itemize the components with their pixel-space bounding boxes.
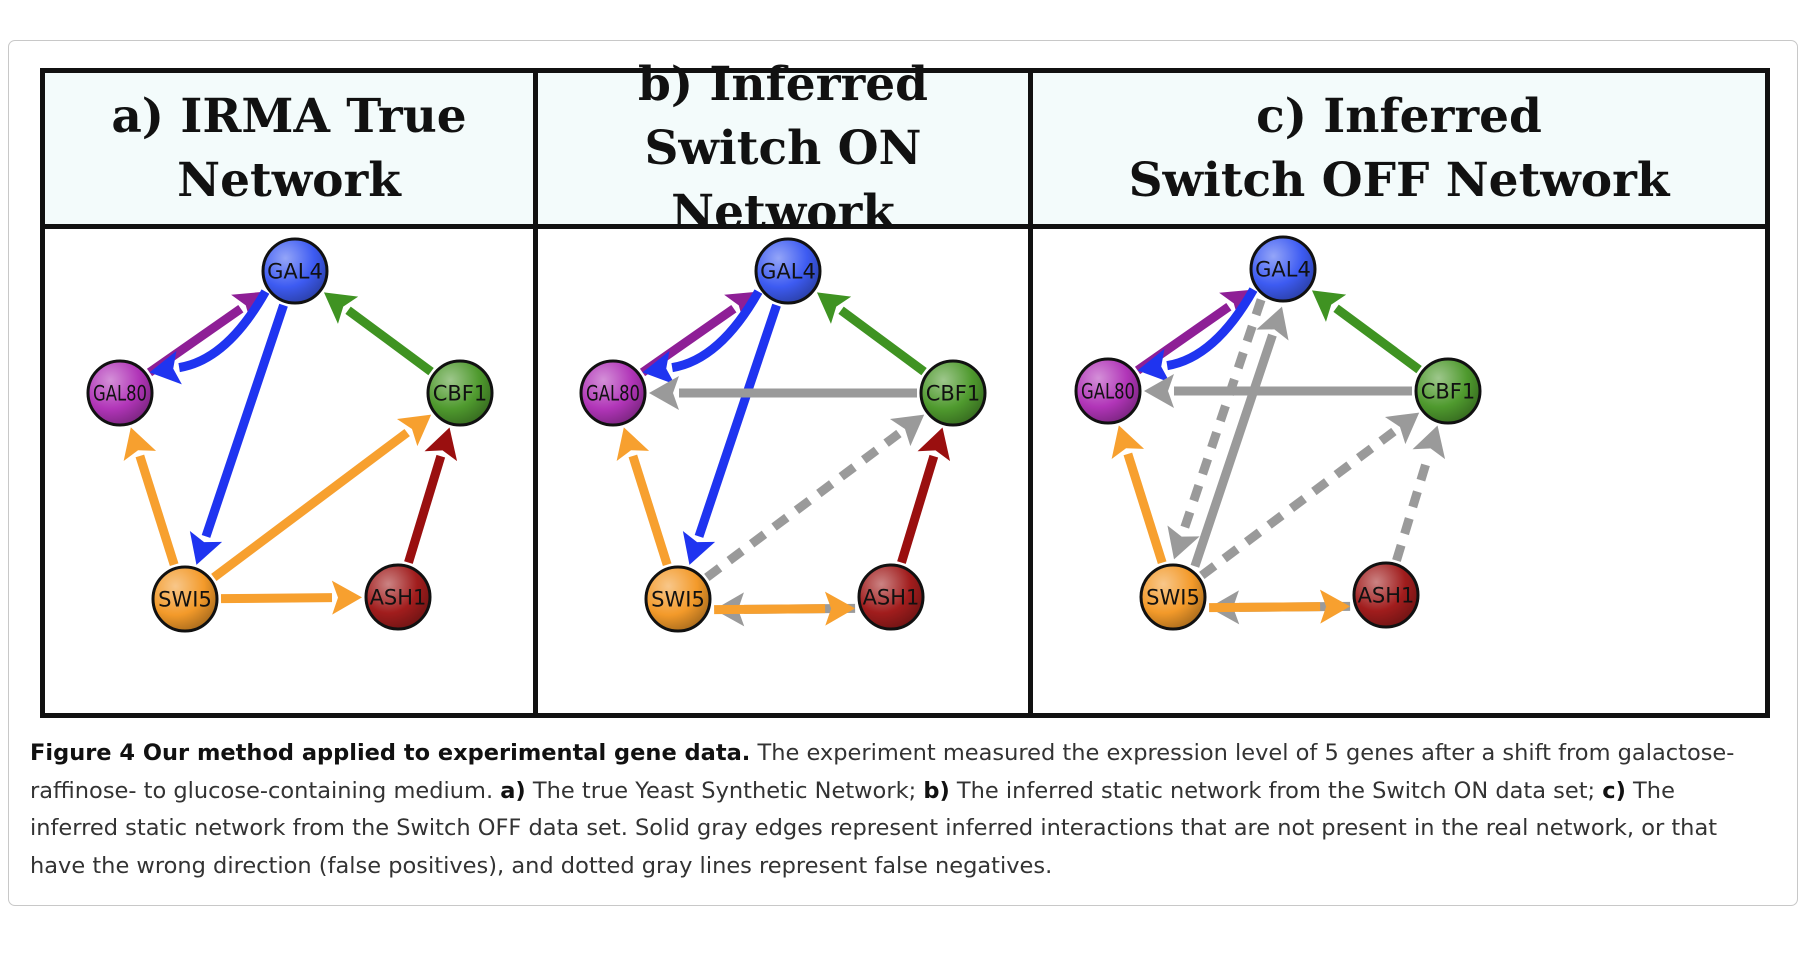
node-cbf1: CBF1 [919, 359, 987, 427]
panel-a-title: a) IRMA True Network [45, 73, 533, 229]
edge-gal4-to-swi5 [189, 303, 288, 565]
node-cbf1-label: CBF1 [1421, 380, 1476, 404]
node-ash1-label: ASH1 [370, 586, 427, 610]
caption-a-text: The true Yeast Synthetic Network; [525, 777, 924, 804]
panel-c-title: c) Inferred Switch OFF Network [1033, 73, 1765, 229]
edge-swi5-to-gal4 [1190, 306, 1289, 568]
edge-swi5-to-cbf1 [1199, 412, 1420, 580]
edge-swi5-to-gal80 [123, 427, 179, 567]
node-swi5-label: SWI5 [158, 588, 212, 612]
node-cbf1-label: CBF1 [926, 382, 981, 406]
edge-cbf1-to-gal4 [1311, 290, 1422, 374]
edge-swi5-to-cbf1 [211, 414, 432, 582]
node-swi5-label: SWI5 [651, 588, 705, 612]
node-gal4-label: GAL4 [760, 260, 816, 284]
node-gal4: GAL4 [1249, 235, 1317, 303]
edge-gal4-to-gal80 [149, 289, 270, 385]
node-cbf1: CBF1 [426, 359, 494, 427]
node-cbf1: CBF1 [1414, 357, 1482, 425]
node-gal80: GAL80 [1074, 357, 1142, 425]
node-ash1: ASH1 [364, 563, 432, 631]
caption-c-text: The inferred static network from the Swi… [30, 777, 1718, 879]
edge-swi5-to-ash1 [714, 591, 856, 626]
node-gal80: GAL80 [579, 359, 647, 427]
node-gal80-label: GAL80 [586, 382, 640, 406]
panel-c-title-line-1: c) Inferred [1256, 88, 1542, 144]
panel-b-title-line-1: b) Inferred [637, 56, 929, 112]
node-gal80: GAL80 [86, 359, 154, 427]
panel-b-title-line-2: Switch ON Network [644, 120, 922, 240]
caption-figure-label: Figure 4 Our method applied to experimen… [30, 740, 751, 766]
node-gal80-label: GAL80 [1081, 380, 1135, 404]
node-swi5: SWI5 [151, 565, 219, 633]
node-ash1: ASH1 [857, 563, 925, 631]
edge-swi5-to-gal80 [1111, 425, 1167, 565]
edge-ash1-to-cbf1 [404, 427, 458, 564]
edge-ash1-to-cbf1 [1392, 425, 1446, 562]
node-gal80-label: GAL80 [93, 382, 147, 406]
panel-c-title-line-2: Switch OFF Network [1128, 152, 1670, 208]
edge-gal4-to-gal80 [642, 289, 763, 385]
edge-ash1-to-cbf1 [897, 427, 951, 564]
node-swi5: SWI5 [1139, 563, 1207, 631]
node-ash1: ASH1 [1352, 561, 1420, 629]
caption-b-label: b) [923, 777, 950, 804]
panel-a-title-line-1: a) IRMA True Network [111, 88, 467, 208]
caption-b-text: The inferred static network from the Swi… [949, 777, 1603, 804]
node-ash1-label: ASH1 [863, 586, 920, 610]
node-gal4: GAL4 [754, 237, 822, 305]
edge-cbf1-to-gal4 [323, 292, 434, 376]
edge-swi5-to-gal80 [616, 427, 672, 567]
edge-cbf1-to-gal4 [816, 292, 927, 376]
figure-caption: Figure 4 Our method applied to experimen… [30, 735, 1770, 885]
node-swi5-label: SWI5 [1146, 586, 1200, 610]
edge-swi5-to-ash1 [220, 580, 363, 615]
edge-gal4-to-swi5 [1167, 298, 1266, 560]
edge-cbf1-to-gal80 [1144, 374, 1412, 408]
caption-intro: The experiment measured the expression l… [30, 740, 1735, 804]
edge-swi5-to-ash1 [1209, 589, 1351, 624]
edge-gal4-to-swi5 [682, 303, 781, 565]
node-ash1-label: ASH1 [1358, 584, 1415, 608]
edge-gal4-to-gal80 [1137, 287, 1258, 383]
panel-b-title: b) Inferred Switch ON Network [538, 57, 1028, 240]
node-gal4-label: GAL4 [1255, 258, 1311, 282]
edge-swi5-to-cbf1 [704, 414, 925, 582]
caption-a-label: a) [500, 777, 526, 804]
edge-cbf1-to-gal80 [649, 376, 917, 410]
node-cbf1-label: CBF1 [433, 382, 488, 406]
node-swi5: SWI5 [644, 565, 712, 633]
node-gal4: GAL4 [261, 237, 329, 305]
caption-c-label: c) [1602, 777, 1626, 804]
node-gal4-label: GAL4 [267, 260, 323, 284]
